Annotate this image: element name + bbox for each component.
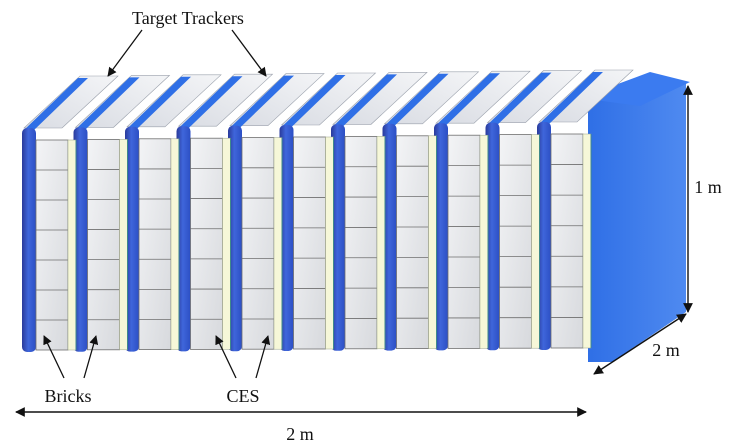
module-11 bbox=[537, 69, 634, 350]
ces-strip bbox=[222, 137, 231, 350]
target-tracker-plane bbox=[176, 126, 191, 352]
tracker-top-rim bbox=[537, 72, 603, 126]
brick-wall bbox=[293, 136, 326, 350]
target-tracker-plane bbox=[279, 125, 294, 351]
target-tracker-plane bbox=[434, 123, 448, 351]
target-tracker-plane bbox=[485, 122, 500, 351]
ces-label: CES bbox=[226, 386, 259, 406]
bricks-pointer-left bbox=[43, 335, 65, 379]
ces-strip bbox=[170, 138, 180, 350]
target-tracker-pointer-right bbox=[231, 29, 267, 77]
target-tracker-plane bbox=[331, 124, 345, 351]
depth-label: 2 m bbox=[652, 340, 680, 360]
module-9 bbox=[434, 70, 531, 351]
brick-wall bbox=[241, 137, 275, 350]
module-5 bbox=[228, 73, 325, 352]
module-4 bbox=[176, 73, 274, 352]
module-7 bbox=[331, 72, 428, 351]
brick-wall bbox=[138, 138, 172, 351]
length-label: 2 m bbox=[286, 424, 314, 444]
ces-strip bbox=[531, 134, 540, 349]
tracker-top-rim bbox=[176, 76, 243, 131]
tracker-top-rim bbox=[22, 78, 88, 132]
module-8 bbox=[382, 71, 480, 351]
brick-wall bbox=[499, 134, 532, 349]
target-tracker-plane bbox=[537, 122, 551, 350]
target-tracker-plane bbox=[228, 125, 242, 352]
tracker-top-rim bbox=[279, 75, 346, 129]
module-3 bbox=[125, 74, 222, 352]
module-2 bbox=[73, 75, 171, 352]
tracker-top-rim bbox=[228, 75, 294, 130]
ces-strip bbox=[582, 133, 592, 349]
brick-wall bbox=[344, 135, 378, 350]
brick-wall bbox=[87, 138, 120, 351]
target-tracker-plane bbox=[382, 123, 397, 351]
bricks-label: Bricks bbox=[45, 386, 92, 406]
depth-dimension-arrow bbox=[593, 313, 687, 375]
tracker-top-rim bbox=[331, 74, 397, 129]
tracker-top-rim bbox=[125, 76, 191, 131]
module-6 bbox=[279, 72, 377, 351]
brick-wall bbox=[190, 137, 223, 350]
brick-wall bbox=[396, 135, 429, 350]
module-1 bbox=[22, 75, 119, 352]
ces-strip bbox=[428, 135, 437, 349]
target-tracker-plane bbox=[73, 127, 88, 352]
tracker-top-rim bbox=[382, 73, 449, 128]
end-block bbox=[580, 72, 690, 362]
brick-wall bbox=[35, 139, 69, 351]
ces-strip bbox=[273, 137, 283, 350]
target-tracker-plane bbox=[125, 126, 139, 352]
ces-pointer-right bbox=[255, 335, 271, 379]
bricks-pointer-right bbox=[83, 335, 99, 379]
brick-wall bbox=[447, 134, 481, 349]
ces-strip bbox=[119, 139, 128, 351]
tracker-top-rim bbox=[73, 77, 140, 132]
ces-strip bbox=[376, 136, 386, 350]
module-wall bbox=[22, 69, 634, 352]
target-trackers-label: Target Trackers bbox=[132, 8, 244, 28]
ces-pointer-left bbox=[215, 335, 237, 379]
ces-strip bbox=[325, 136, 334, 350]
tracker-top-rim bbox=[434, 73, 500, 128]
brick-wall bbox=[550, 133, 584, 349]
module-10 bbox=[485, 70, 583, 351]
end-block-side bbox=[588, 76, 686, 362]
height-label: 1 m bbox=[694, 177, 722, 197]
end-block-top bbox=[580, 72, 690, 106]
target-tracker-plane bbox=[22, 128, 36, 352]
ces-strip bbox=[479, 134, 489, 349]
ces-strip bbox=[67, 139, 77, 351]
tracker-top-rim bbox=[485, 72, 552, 127]
target-tracker-pointer-left bbox=[107, 29, 143, 77]
